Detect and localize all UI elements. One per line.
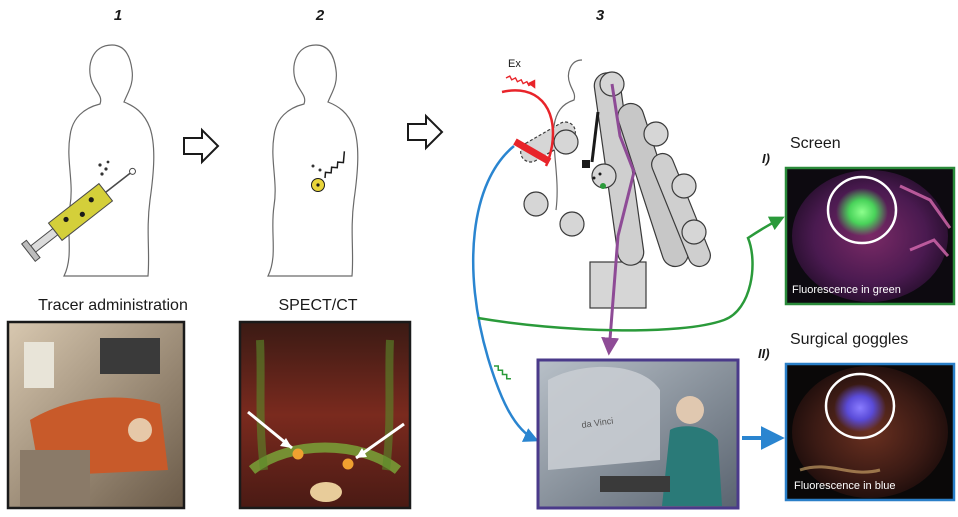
photo-spect-ct <box>240 322 410 508</box>
step-number-3: 3 <box>596 7 605 24</box>
green-wave-icon <box>494 364 511 381</box>
flow-arrow-1-to-2 <box>184 130 218 162</box>
tracer-dots-2 <box>312 165 322 172</box>
tracer-dots <box>98 161 109 176</box>
excitation-label: Ex <box>508 58 521 70</box>
photo-tracer-administration <box>8 322 184 508</box>
output-1-numeral: I) <box>762 151 770 166</box>
output-2-numeral: II) <box>758 346 770 361</box>
screen-fluorescence-image: Fluorescence in green <box>786 168 954 304</box>
flow-arrow-2-to-3 <box>408 116 442 148</box>
step-number-1: 1 <box>114 7 122 24</box>
output-2-title: Surgical goggles <box>790 331 908 348</box>
goggles-fluorescence-caption: Fluorescence in blue <box>794 480 896 492</box>
syringe-icon <box>22 161 142 261</box>
excitation-wave <box>506 75 535 87</box>
screen-fluorescence-caption: Fluorescence in green <box>792 284 901 296</box>
console-photo: da Vinci <box>538 360 738 508</box>
patient-silhouette-1 <box>64 45 154 276</box>
step-caption-2: SPECT/CT <box>278 297 357 314</box>
blue-path-arrow <box>473 146 536 440</box>
gamma-wave-icon <box>320 151 350 178</box>
output-1-title: Screen <box>790 135 841 152</box>
step-number-2: 2 <box>315 7 325 24</box>
step-caption-1: Tracer administration <box>38 297 188 314</box>
goggles-fluorescence-image: Fluorescence in blue <box>786 364 954 500</box>
radioactive-icon <box>312 179 325 192</box>
